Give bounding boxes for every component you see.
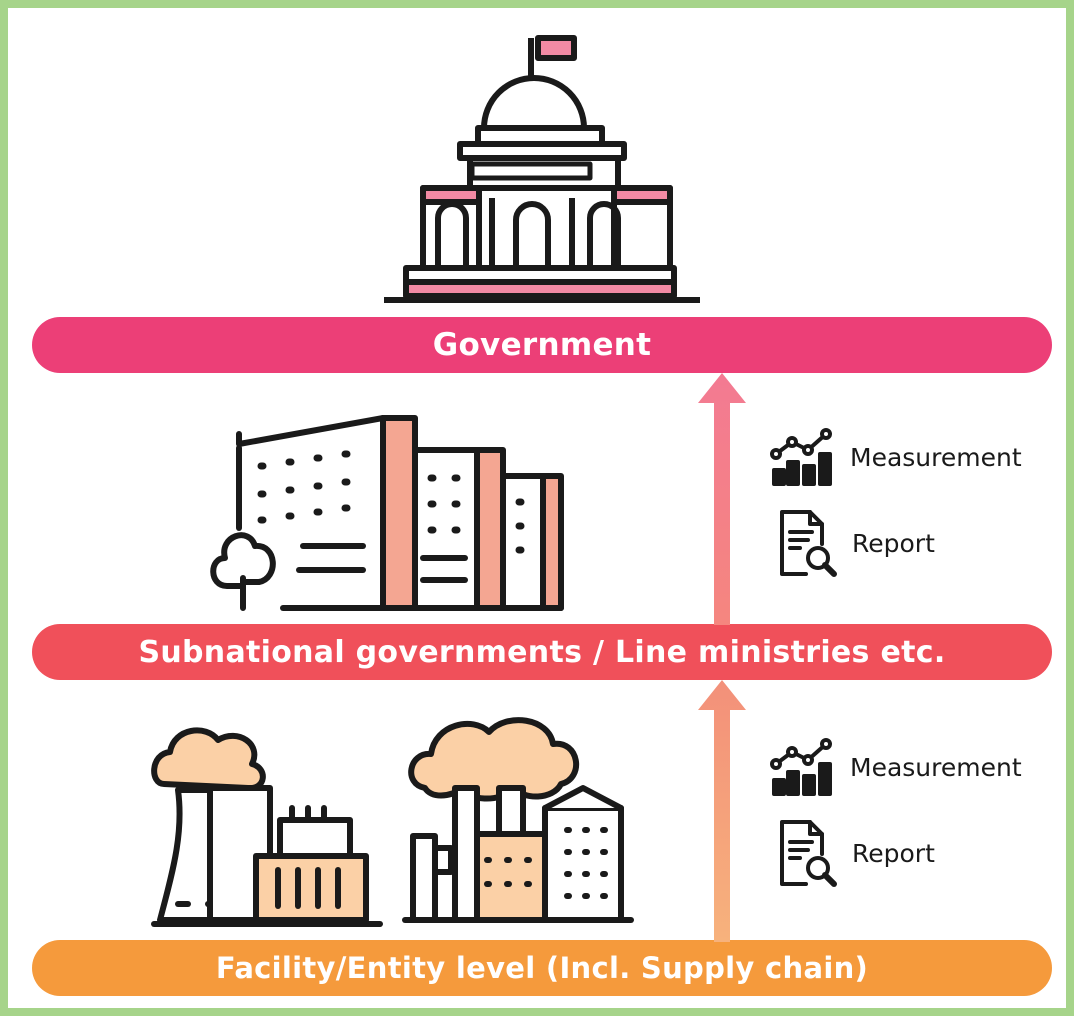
upper-report-item: Report xyxy=(778,508,935,578)
power-plant-icon xyxy=(151,727,383,927)
report-magnifier-icon xyxy=(780,510,837,577)
tier-facility: Facility/Entity level (Incl. Supply chai… xyxy=(32,940,1052,996)
up-arrow-icon xyxy=(698,680,746,942)
bar-chart-icon xyxy=(770,428,832,486)
tier-government: Government xyxy=(32,317,1052,373)
up-arrow-icon xyxy=(698,373,746,625)
bar-chart-icon xyxy=(770,738,832,796)
office-buildings-icon xyxy=(210,415,564,611)
factory-icon xyxy=(402,717,634,923)
diagram-frame: Government Subnational governments / Lin… xyxy=(8,8,1066,1008)
lower-measurement-item: Measurement xyxy=(770,738,1022,796)
report-label: Report xyxy=(852,838,935,868)
lower-report-item: Report xyxy=(778,818,935,888)
tier-subnational: Subnational governments / Line ministrie… xyxy=(32,624,1052,680)
report-magnifier-icon xyxy=(780,820,837,887)
measurement-label: Measurement xyxy=(850,442,1022,472)
upper-measurement-item: Measurement xyxy=(770,428,1022,486)
measurement-label: Measurement xyxy=(850,752,1022,782)
capitol-building-icon xyxy=(384,35,700,303)
report-label: Report xyxy=(852,528,935,558)
